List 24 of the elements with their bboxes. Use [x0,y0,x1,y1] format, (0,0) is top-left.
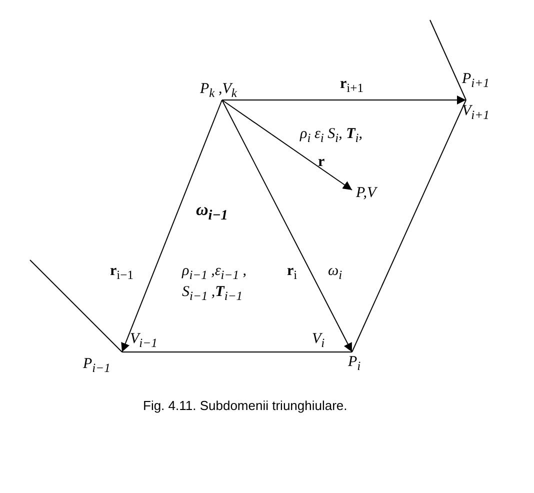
point-label: P$_{i−1}$ [83,357,110,374]
arrow [121,100,222,352]
arrow [222,96,466,104]
edge-label: r [318,153,325,171]
line [430,20,466,100]
point-label: P$_{i+1}$ [462,72,490,90]
point-label: P$_{k}$ ,V$_{k}$ [200,82,237,100]
point-label: V$_{i}$ [312,332,325,350]
point-label: V$_{i+1}$ [462,104,490,122]
line [30,260,122,352]
arrow [222,100,352,352]
caption: Fig. 4.11. Subdomenii triunghiulare. [143,398,348,413]
region-label: ρ$_{i}$ ε$_{i}$ S$_{i}$, T$_{i}$, [300,125,362,146]
edge-label: r$_{i}$ [287,262,298,283]
edge-label: r$_{i+1}$ [340,75,364,96]
region-label: ω$_{i}$ [328,262,342,283]
edge-label: r$_{i−1}$ [110,262,134,283]
point-label: P$_{i}$ [348,355,361,372]
point-label: V$_{i−1}$ [130,332,158,350]
region-label: ρ$_{i−1}$ ,ε$_{i−1}$ , S$_{i−1}$ ,T$_{i−1}$ [182,262,248,304]
line [352,100,466,352]
arrow [222,100,352,190]
region-label: ω$_{i−1}$ [196,200,228,224]
point-label: P,V [356,186,376,201]
